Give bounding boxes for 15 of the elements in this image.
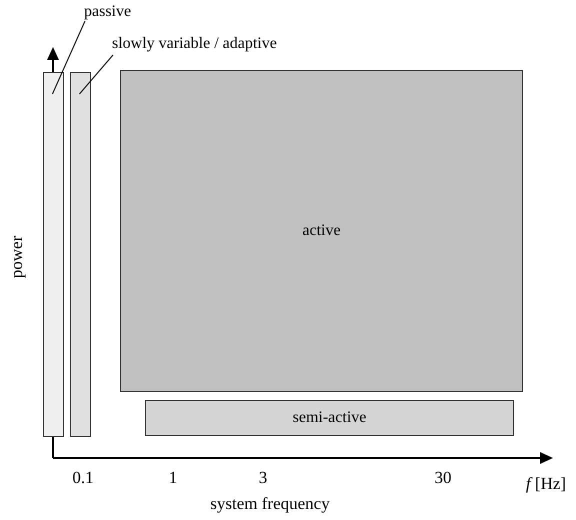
axis-label: f [Hz] (524, 474, 568, 494)
region-box: semi-active (145, 400, 514, 436)
bar-shape (70, 72, 91, 437)
callout-label: passive (84, 2, 144, 22)
axis-label: 0.1 (71, 468, 95, 488)
axis-label: 1 (168, 468, 178, 488)
bar-shape (43, 72, 64, 437)
callout-label: slowly variable / adaptive (112, 34, 308, 56)
axis-label: 3 (258, 468, 268, 488)
axis-label: system frequency (209, 494, 331, 514)
region-box: active (120, 70, 523, 392)
leader-line (78, 54, 114, 94)
leader-line (52, 20, 86, 94)
axis-label: 30 (434, 468, 452, 488)
axis-label: power (7, 236, 27, 278)
